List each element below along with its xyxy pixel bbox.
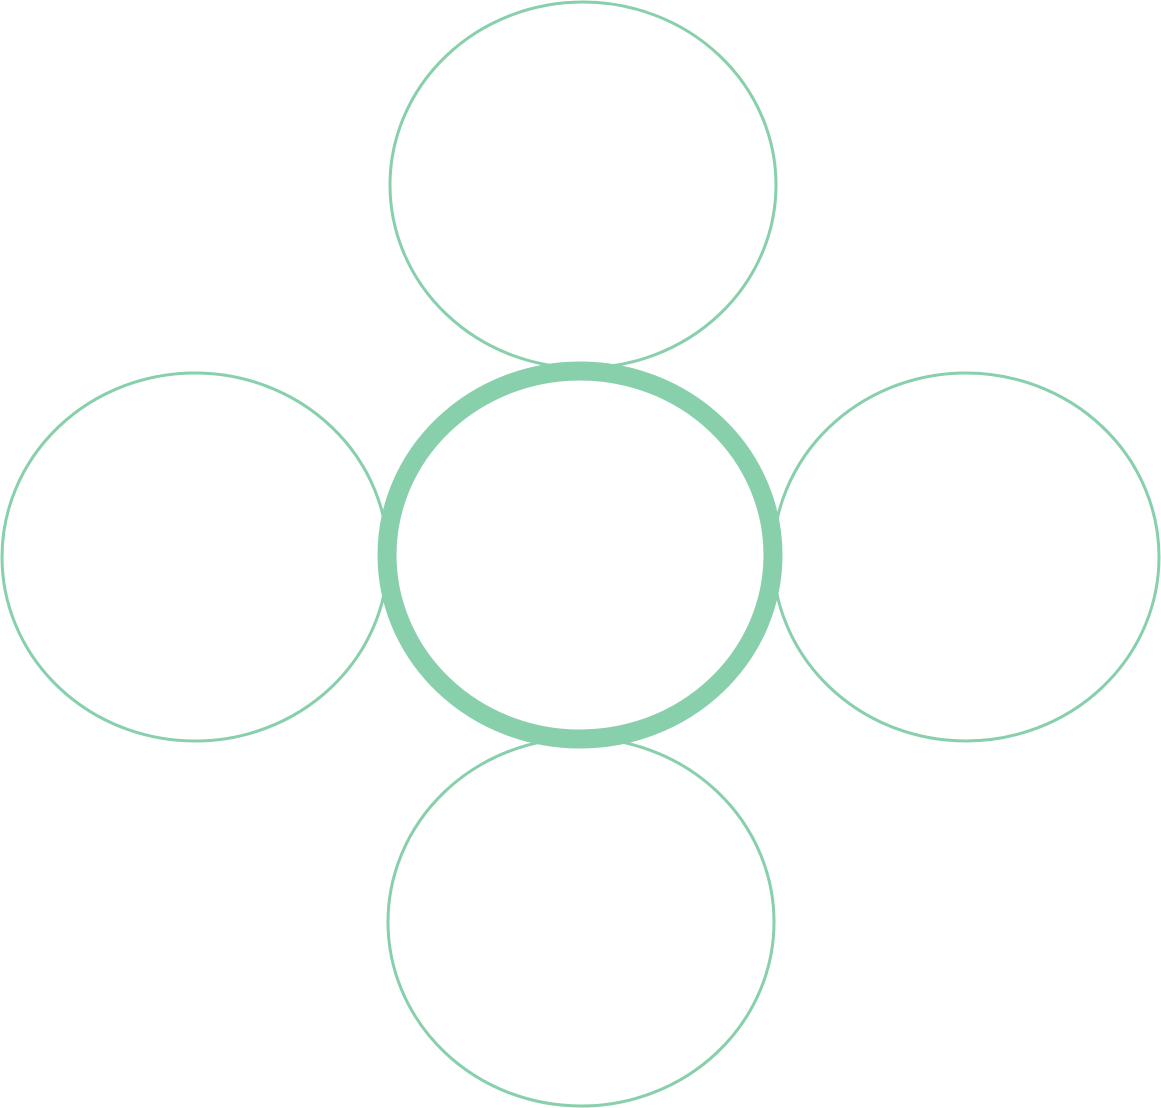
- outer-node-right: [771, 371, 1161, 743]
- outer-node-top-shape: [388, 0, 778, 370]
- outer-node-left-shape: [0, 371, 390, 743]
- outer-node-right-shape: [771, 371, 1161, 743]
- center-node: [377, 361, 783, 749]
- center-node-shape: [377, 361, 783, 749]
- outer-node-left: [0, 371, 390, 743]
- outer-node-top: [388, 0, 778, 370]
- outer-node-bottom: [386, 736, 776, 1108]
- outer-node-bottom-shape: [386, 736, 776, 1108]
